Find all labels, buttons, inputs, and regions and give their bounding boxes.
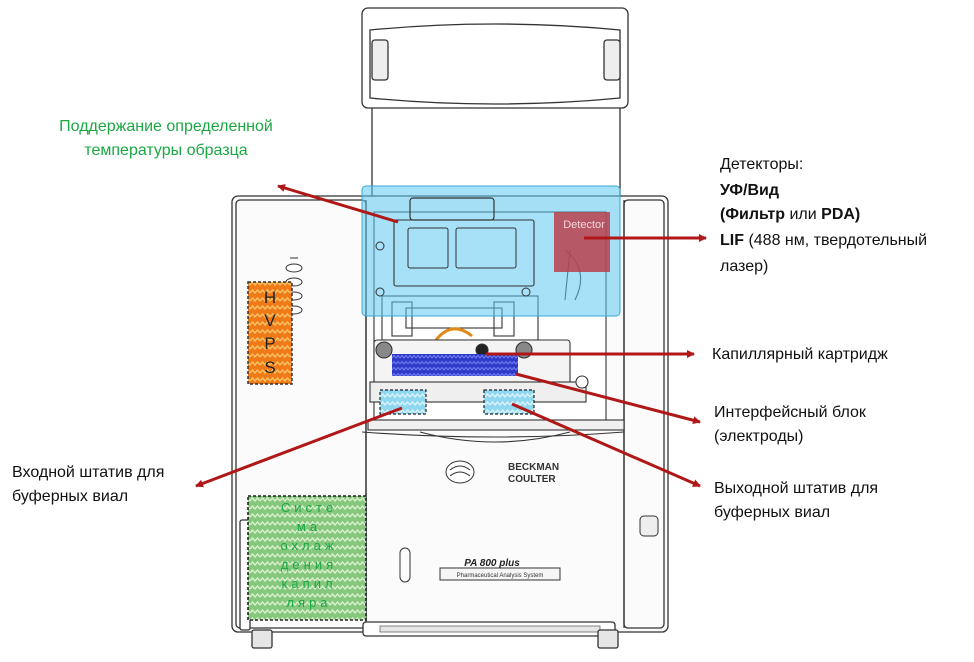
cooling-text: Систе: [280, 500, 338, 515]
capillary-cooling-zone: [247, 495, 367, 621]
outlet-arrow: [511, 402, 701, 488]
hvps-letter: S: [264, 358, 276, 377]
detectors-title: Детекторы:: [720, 156, 804, 173]
cooling-text: капил: [281, 576, 337, 591]
instrument-lid: [361, 7, 629, 196]
detectors-lif-line: LIF (488 нм, твердотельный: [720, 230, 927, 252]
detectors-filter-prefix: (Фильтр: [720, 206, 786, 223]
detectors-lif: LIF: [720, 232, 744, 249]
brand-line-2: COULTER: [508, 474, 556, 485]
detector-label: Detector: [563, 219, 605, 231]
cooling-text: охлаж: [280, 538, 338, 553]
front-panel: [399, 460, 659, 583]
detectors-filter-pda: PDA): [821, 206, 861, 223]
detectors-filter-or: или: [785, 206, 822, 223]
detectors-laser: лазер): [720, 258, 769, 275]
detectors-uv: УФ/Вид: [720, 182, 779, 199]
hvps-letter: V: [264, 311, 276, 330]
inlet-buffer-tray: [379, 389, 427, 415]
outlet-buffer-tray: [483, 389, 535, 415]
interface-label-line-2: (электроды): [714, 428, 804, 445]
cooling-text: ма: [296, 519, 322, 534]
outlet-label-line-2: буферных виал: [714, 504, 831, 521]
interface-arrow: [515, 372, 701, 425]
cooling-text: дения: [280, 557, 338, 572]
detectors-lif-rest: (488 нм, твердотельный: [744, 232, 928, 249]
cooling-text: ляра: [286, 595, 332, 610]
capillary-cartridge-label: Капиллярный картридж: [712, 346, 888, 363]
interface-label-line-1: Интерфейсный блок: [714, 404, 866, 421]
temperature-arrow: [277, 184, 399, 224]
hvps-letter: H: [263, 288, 277, 307]
model-sub-label: Pharmaceutical Analysis System: [457, 573, 544, 579]
hvps-letter: P: [264, 334, 276, 353]
hvps-zone: [247, 281, 293, 385]
inlet-arrow: [195, 406, 403, 488]
inlet-label-line-1: Входной штатив для: [12, 464, 165, 481]
detectors-filter-line: (Фильтр или PDA): [720, 204, 860, 226]
temperature-label-line-2: температуры образца: [84, 142, 248, 159]
capillary-cartridge-part: [392, 354, 518, 376]
detector-zone: Detector: [554, 212, 610, 272]
inlet-label-line-2: буферных виал: [12, 488, 129, 505]
model-label: PA 800 plus: [464, 558, 520, 569]
temperature-label-line-1: Поддержание определенной: [59, 118, 273, 135]
outlet-label-line-1: Выходной штатив для: [714, 480, 879, 497]
brand-line-1: BECKMAN: [508, 462, 559, 473]
